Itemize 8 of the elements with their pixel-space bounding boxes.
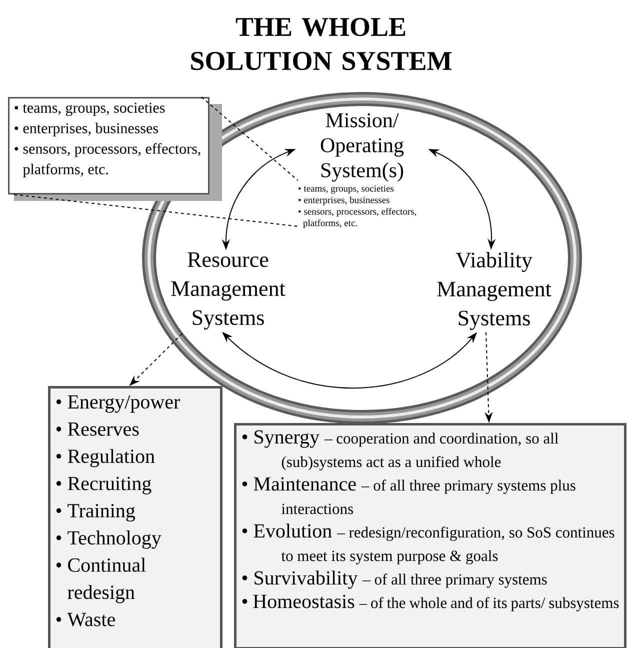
leader-line <box>201 96 298 181</box>
title: THE WHOLE SOLUTION SYSTEM <box>191 18 452 70</box>
system-label: Mission/ Operating System(s) • teams, groups, societies • enterprises, businesses • sensors, processors, effectors, platforms, etc. <box>298 113 416 228</box>
system-label: Viability Management Systems <box>437 252 552 330</box>
list-box: • Energy/power • Reserves • Regulation • Recruiting • Training • Technology • Continual redesign • Waste <box>48 386 222 648</box>
system-label: Resource Management Systems <box>171 252 286 330</box>
list-box: • Synergy – cooperation and coordination, so all (sub)systems act as a unified whole • Maintenance – of all three primary systems plus interactions • Evolution – redesign/reconfiguration, so SoS continues to meet its system purpose & goals • Survivability – of all three primary systems • Homeostasis – of the whole and of its parts/ subsystems <box>234 423 626 648</box>
callout-box: • teams, groups, societies • enterprises, businesses • sensors, processors, effectors, platforms, etc. <box>8 97 210 194</box>
